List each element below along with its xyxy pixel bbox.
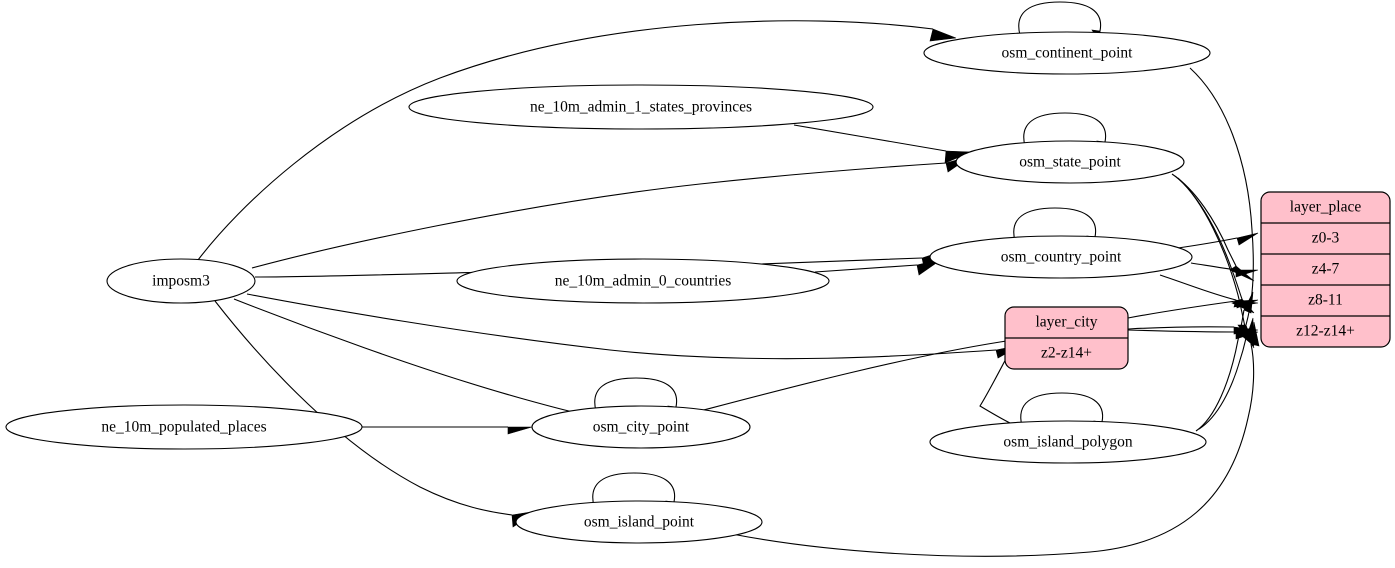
edge-state-place-z811[interactable] — [1174, 175, 1255, 314]
edge-imposm3-city[interactable] — [233, 298, 599, 425]
node-imposm3[interactable]: imposm3 — [106, 258, 256, 304]
record-layer: layer_place z0-3 z4-7 z8-11 z12-z14+ lay… — [1004, 191, 1391, 370]
node-ne-populated-shape[interactable] — [5, 404, 363, 450]
node-layer: imposm3 ne_10m_admin_1_states_provinces … — [5, 31, 1211, 544]
edge-layercity-place-z811[interactable] — [1127, 299, 1259, 319]
edge-neadmin1-state[interactable] — [793, 124, 972, 164]
node-osm-state-point[interactable]: osm_state_point — [955, 140, 1185, 184]
node-ne-10m-admin-0-countries[interactable]: ne_10m_admin_0_countries — [456, 258, 830, 304]
node-osm-state-point-shape[interactable] — [955, 140, 1185, 184]
record-layer-city[interactable]: layer_city z2-z14+ — [1004, 306, 1129, 370]
node-ne-10m-populated-places[interactable]: ne_10m_populated_places — [5, 404, 363, 450]
edge-islandpolygon-place-z811[interactable] — [1195, 291, 1254, 432]
node-imposm3-shape[interactable] — [106, 258, 256, 304]
node-osm-country-point-shape[interactable] — [929, 235, 1193, 279]
edge-nepopulated-city[interactable] — [362, 426, 533, 435]
edge-imposm3-layercity[interactable] — [246, 293, 1022, 360]
edge-country-place-z47[interactable] — [1190, 262, 1259, 278]
node-osm-continent-point-shape[interactable] — [923, 31, 1211, 75]
node-osm-island-polygon[interactable]: osm_island_polygon — [929, 420, 1207, 464]
edge-imposm3-continent[interactable] — [197, 20, 957, 261]
node-osm-island-point-shape[interactable] — [515, 500, 763, 544]
node-osm-island-polygon-shape[interactable] — [929, 420, 1207, 464]
node-osm-island-point[interactable]: osm_island_point — [515, 500, 763, 544]
edge-islandpolygon-place-z12[interactable] — [1198, 317, 1254, 430]
node-ne-admin0-shape[interactable] — [456, 258, 830, 304]
node-osm-city-point[interactable]: osm_city_point — [531, 405, 751, 449]
node-osm-city-point-shape[interactable] — [531, 405, 751, 449]
record-layer-place-body[interactable] — [1260, 191, 1391, 348]
node-osm-continent-point[interactable]: osm_continent_point — [923, 31, 1211, 75]
record-layer-place[interactable]: layer_place z0-3 z4-7 z8-11 z12-z14+ — [1260, 191, 1391, 348]
node-osm-country-point[interactable]: osm_country_point — [929, 235, 1193, 279]
edge-country-place-z03[interactable] — [1177, 232, 1259, 249]
node-ne-admin1-shape[interactable] — [408, 84, 874, 130]
edge-imposm3-state[interactable] — [251, 155, 972, 269]
edge-city-place[interactable] — [699, 326, 1259, 412]
node-ne-10m-admin-1-states-provinces[interactable]: ne_10m_admin_1_states_provinces — [408, 84, 874, 130]
